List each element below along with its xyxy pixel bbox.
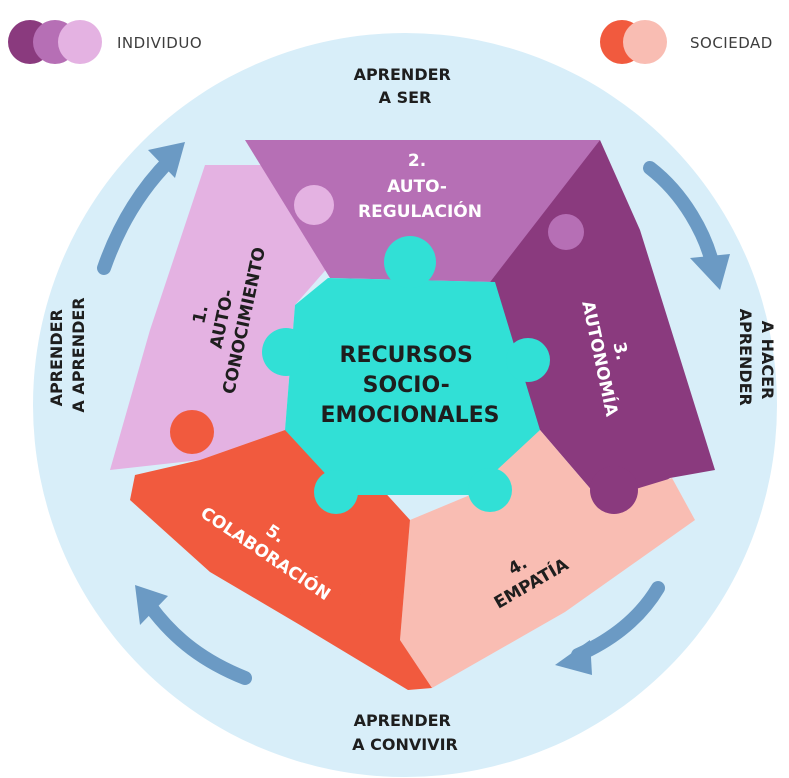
- legend-society: SOCIEDAD: [600, 20, 773, 64]
- center-line-2: SOCIO-: [363, 373, 450, 398]
- cycle-bottom-label: APRENDER A CONVIVIR: [352, 711, 458, 754]
- legend-individual-swatch-3: [58, 20, 102, 64]
- piece-center-tab-left: [262, 328, 310, 376]
- cycle-bottom-line-1: APRENDER: [354, 711, 451, 730]
- cycle-right-line-1: APRENDER: [736, 309, 755, 406]
- piece-autorregulacion-notch: [294, 185, 334, 225]
- piece-autorregulacion-line-1: 2.: [408, 151, 426, 171]
- piece-autorregulacion-line-3: REGULACIÓN: [358, 200, 482, 222]
- cycle-top-line-1: APRENDER: [354, 65, 451, 84]
- center-line-1: RECURSOS: [340, 343, 473, 368]
- piece-autoconocimiento: [110, 165, 330, 470]
- arrowhead-bottom-right-icon: [555, 640, 592, 675]
- piece-center-tab-top: [384, 236, 436, 288]
- center-label: RECURSOS SOCIO- EMOCIONALES: [321, 343, 500, 428]
- center-line-3: EMOCIONALES: [321, 403, 500, 428]
- piece-autorregulacion-line-2: AUTO-: [387, 177, 447, 197]
- legend-individual-label: INDIVIDUO: [117, 34, 202, 52]
- legend-individual: INDIVIDUO: [8, 20, 202, 64]
- piece-autonomia: [490, 140, 715, 505]
- arrow-bottom-left-icon: [143, 599, 252, 685]
- piece-autonomia-notch: [548, 214, 584, 250]
- cycle-top-line-2: A SER: [379, 88, 432, 107]
- piece-colaboracion-tab-top: [170, 410, 214, 454]
- piece-center-tab-bottom-left: [314, 470, 358, 514]
- cycle-right-line-2: A HACER: [758, 321, 777, 400]
- piece-autorregulacion-label: 2. AUTO- REGULACIÓN: [358, 151, 482, 222]
- cycle-right-label-group: APRENDER A HACER: [736, 309, 777, 412]
- piece-autonomia-line-1: 3.: [609, 340, 632, 362]
- puzzle: [110, 140, 715, 690]
- legend-society-swatch-2: [623, 20, 667, 64]
- piece-autorregulacion: [245, 140, 600, 282]
- cycle-right-label: APRENDER A HACER: [736, 309, 777, 412]
- piece-center: [285, 278, 540, 495]
- piece-center-tab-bottom-right: [468, 468, 512, 512]
- arrowhead-top-left-icon: [148, 142, 185, 178]
- cycle-left-line-2: A APRENDER: [69, 297, 88, 412]
- cycle-left-label-group: APRENDER A APRENDER: [47, 297, 88, 412]
- arrowhead-top-right-icon: [690, 254, 730, 290]
- piece-colaboracion-tab-bottom: [356, 586, 400, 630]
- cycle-left-label: APRENDER A APRENDER: [47, 297, 88, 412]
- arrow-top-left-icon: [97, 153, 177, 275]
- legend-society-label: SOCIEDAD: [690, 34, 773, 52]
- cycle-bottom-line-2: A CONVIVIR: [352, 735, 458, 754]
- cycle-arrowheads: [135, 142, 730, 675]
- piece-empatia-notch: [590, 466, 638, 514]
- cycle-top-label: APRENDER A SER: [354, 65, 457, 107]
- piece-center-tab-right: [506, 338, 550, 382]
- arrowhead-bottom-left-icon: [135, 585, 168, 625]
- cycle-left-line-1: APRENDER: [47, 309, 66, 406]
- piece-autoconocimiento-line-1: 1.: [189, 303, 212, 325]
- arrow-top-right-icon: [643, 161, 719, 269]
